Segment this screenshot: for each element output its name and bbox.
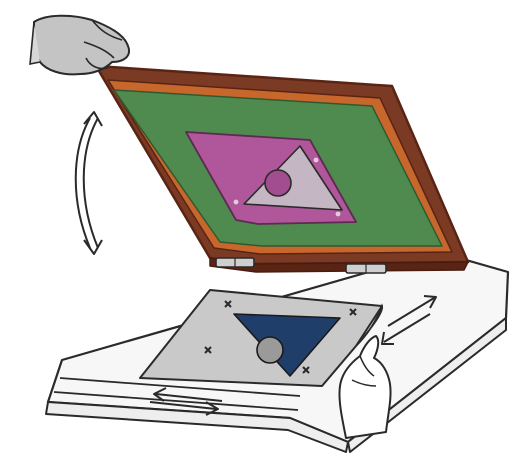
stencil-circle [265,170,291,196]
lifting-hand [30,16,129,75]
lifting-hand-shape [34,16,129,75]
stencil-mark [234,200,239,205]
stencil-mark [314,158,319,163]
printed-circle [257,337,283,363]
stencil-mark [336,212,341,217]
screen-frame [96,66,468,273]
lift-arrow-icon [76,112,102,254]
